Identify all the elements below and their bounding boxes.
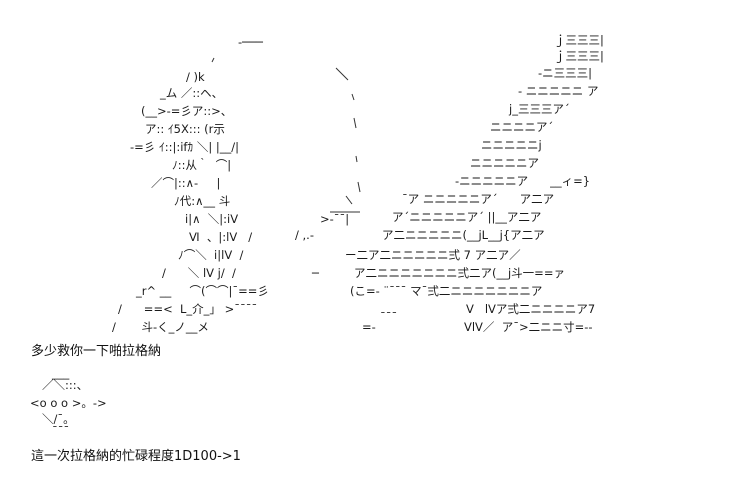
- mini-ascii-art: ___ ／＼:::、 <o o o >。-> ＼/¯。 ¯¯¯: [30, 366, 170, 438]
- art-line: ア:: ｲ5X::: (r示: [145, 122, 225, 136]
- art-line: V lVア弍二ニニニニア7: [466, 302, 596, 316]
- hair-outline: [211, 57, 361, 213]
- art-line: >-¯¯|: [320, 212, 350, 226]
- art-line: -ニニニニニア __ィ=}: [455, 174, 591, 188]
- art-line: ／⌒|::∧- |: [151, 176, 221, 190]
- mini-art-line: ___: [52, 366, 70, 380]
- art-line: ア二ニニニニニ(__jL__j{ア二ア: [382, 228, 545, 242]
- art-line: (こ=- ¨¯¯¯ マ¯弍二ニニニニニニニア: [350, 284, 543, 298]
- art-line: ¯¯¯: [380, 310, 398, 324]
- art-line: ﾉ代:∧__ 斗: [174, 194, 231, 208]
- mini-art-line: ／＼:::、: [42, 378, 89, 392]
- ascii-art: ｊ三三三| ｊ三三三| -ニ三三三| - ニニニニニ ア j_三三三ア´ ニニニ…: [112, 33, 604, 334]
- art-line: i|∧ ＼|:iV: [185, 212, 239, 226]
- art-line: ｊ三三三|: [554, 49, 604, 63]
- art-line: ¯ア ニニニニニア´ ア二ア: [402, 192, 555, 206]
- art-line: ｊ三三三|: [554, 33, 604, 47]
- art-line: ー二ア二ニニニニニ弍 7 ア二ア／: [345, 248, 521, 262]
- art-line: / ＼ lV j/ /: [162, 266, 236, 280]
- art-line: Ⅵ 、|:lV /: [189, 230, 253, 244]
- art-line: ニニニニニj: [481, 138, 542, 152]
- art-line: ﾉ⌒＼ i|lV /: [178, 248, 244, 262]
- art-line: / ,.-: [295, 228, 318, 242]
- art-line: ﾉ::从｀ ⌒|: [172, 158, 232, 172]
- art-line: j_三三三ア´: [509, 102, 570, 116]
- art-line: _ム ／::ヘ、: [160, 86, 224, 100]
- mini-art-line: <o o o >。->: [30, 396, 107, 410]
- art-line: -───: [238, 35, 263, 49]
- art-line: =-: [362, 320, 380, 334]
- caption-bottom: 這一次拉格納的忙碌程度1D100->1: [31, 449, 241, 464]
- art-line: (__>-=彡ア::>、: [141, 104, 233, 118]
- art-line: - ニニニニニ ア: [518, 84, 599, 98]
- art-line: ニニニニニア: [470, 156, 539, 170]
- art-line: _r^ __ ⌒(⌒⌒|¯==彡: [136, 284, 269, 298]
- art-line: / 斗-く_ノ__メ: [112, 320, 209, 334]
- art-line: ─: [312, 266, 323, 280]
- art-line: ニニニニア´: [490, 120, 554, 134]
- art-line: ア二ニニニニニニニ弍二ア(__j斗一==ァ: [354, 266, 565, 280]
- mini-art-line: ＼/¯。: [42, 412, 75, 426]
- art-line: -=彡 ｲ::|:ifｶ ＼| |__/|: [130, 140, 239, 154]
- art-line: VlV／ ア¯>二ニニ寸=--: [464, 320, 593, 334]
- art-line: / )k: [186, 70, 205, 84]
- art-line: -ニ三三三|: [538, 66, 593, 80]
- art-line: / ==< L_介_」 >¯¯¯¯: [118, 302, 258, 316]
- caption-top: 多少救你一下啪拉格納: [31, 344, 162, 359]
- mini-art-line: ¯¯¯: [52, 424, 70, 438]
- art-line: ア´ニニニニニア´ ||__ア二ア: [392, 210, 542, 224]
